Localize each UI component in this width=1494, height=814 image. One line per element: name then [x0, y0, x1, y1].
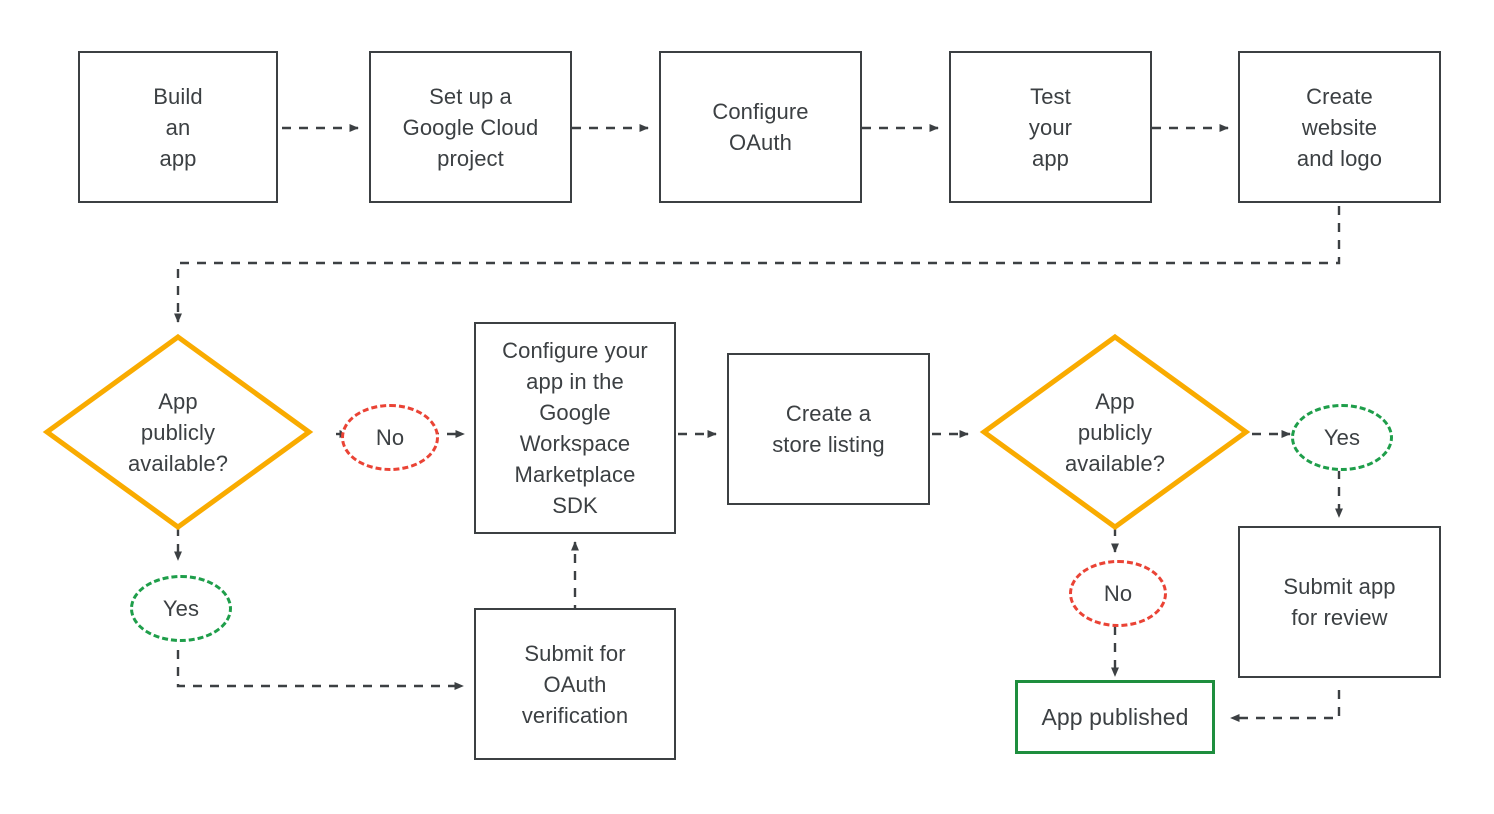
edge-label-text: No — [375, 424, 405, 450]
edge-label-yes-1: Yes — [130, 575, 232, 642]
node-app-published[interactable]: App published — [1015, 680, 1215, 754]
node-build-an-app[interactable]: Build an app — [78, 51, 278, 203]
edge-submit-review-to-published — [1230, 690, 1341, 722]
diamond-shape — [979, 333, 1251, 531]
node-label: App publicly available? — [127, 388, 229, 476]
node-label: App published — [1041, 703, 1189, 730]
node-test-your-app[interactable]: Test your app — [949, 51, 1152, 203]
edge-label-text: Yes — [162, 595, 200, 621]
node-create-website-logo[interactable]: Create website and logo — [1238, 51, 1441, 203]
node-label: Build an app — [153, 83, 203, 171]
edge-yes1-to-submit-oauth — [176, 650, 464, 690]
diamond-shape — [42, 333, 314, 531]
node-submit-app-for-review[interactable]: Submit app for review — [1238, 526, 1441, 678]
node-submit-oauth-verification[interactable]: Submit for OAuth verification — [474, 608, 676, 760]
node-decision-app-publicly-available-2[interactable]: App publicly available? — [979, 333, 1251, 531]
node-label: Set up a Google Cloud project — [402, 83, 539, 171]
node-configure-sdk[interactable]: Configure your app in the Google Workspa… — [474, 322, 676, 534]
node-label: Submit for OAuth verification — [521, 640, 629, 728]
node-decision-app-publicly-available-1[interactable]: App publicly available? — [42, 333, 314, 531]
node-label: Configure your app in the Google Workspa… — [502, 338, 648, 518]
node-label: Test your app — [1028, 83, 1073, 171]
edge-website-to-decision1 — [174, 206, 1341, 323]
node-label: App publicly available? — [1064, 388, 1166, 476]
node-label: Submit app for review — [1283, 574, 1396, 630]
edge-label-yes-2: Yes — [1291, 404, 1393, 471]
node-label: Create website and logo — [1296, 83, 1383, 171]
node-label: Create a store listing — [772, 401, 885, 457]
node-label: Configure OAuth — [712, 99, 809, 155]
node-configure-oauth[interactable]: Configure OAuth — [659, 51, 862, 203]
edge-label-no-1: No — [341, 404, 439, 471]
node-set-up-project[interactable]: Set up a Google Cloud project — [369, 51, 572, 203]
node-create-store-listing[interactable]: Create a store listing — [727, 353, 930, 505]
edge-label-text: Yes — [1323, 424, 1361, 450]
edge-label-no-2: No — [1069, 560, 1167, 627]
edge-label-text: No — [1103, 580, 1133, 606]
